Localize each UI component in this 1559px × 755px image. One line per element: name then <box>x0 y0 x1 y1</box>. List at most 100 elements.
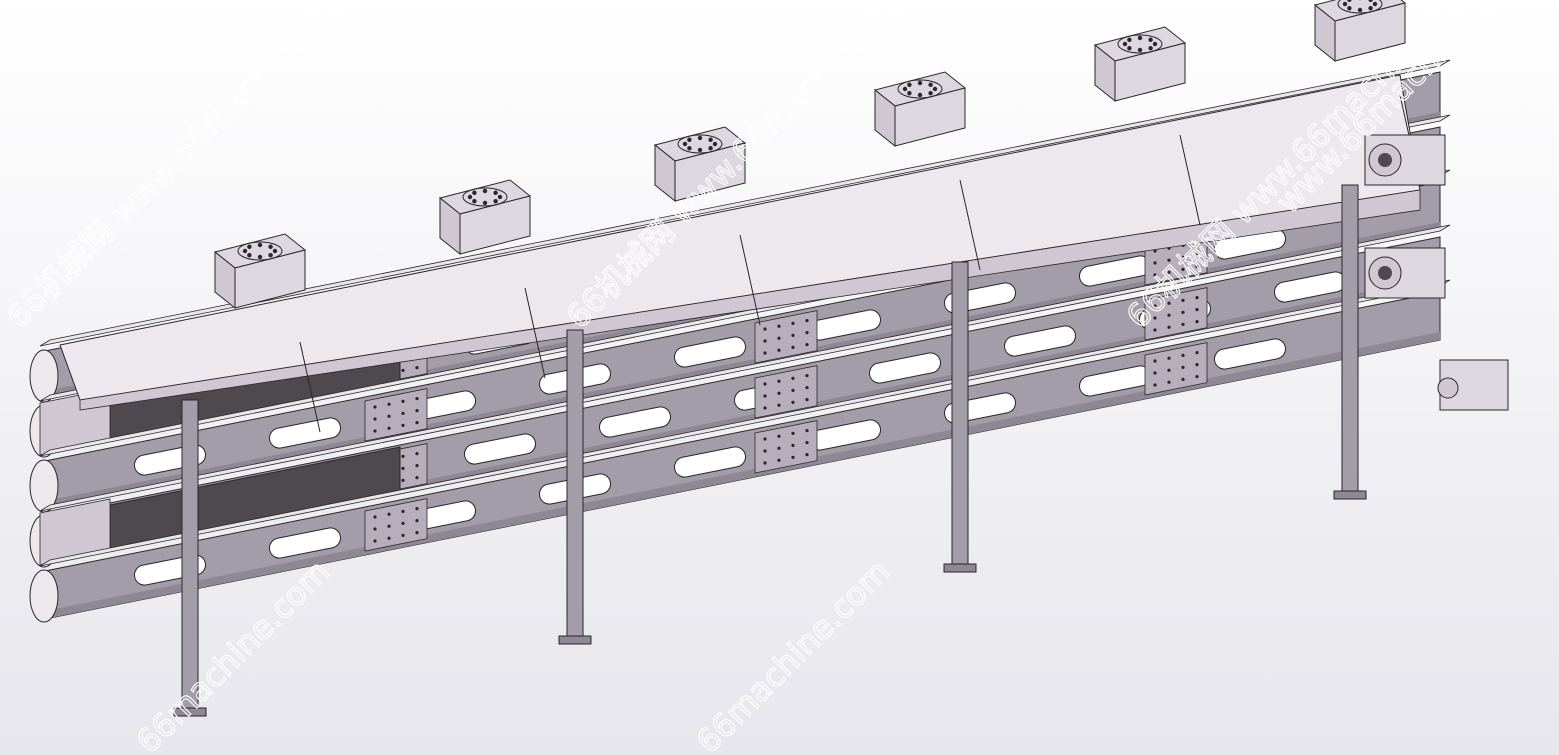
fan-vent-hole <box>902 86 908 92</box>
bolt <box>1153 371 1157 375</box>
bolt <box>763 351 767 355</box>
fan-vent-hole <box>917 92 923 98</box>
fan-vent-hole <box>697 135 703 141</box>
fan-icon <box>462 187 508 207</box>
bolt <box>401 509 405 513</box>
bolt <box>1181 353 1185 357</box>
fan-vent-hole <box>687 137 692 142</box>
leg-foot <box>1333 490 1367 500</box>
bolt <box>763 327 767 331</box>
fan-vent-hole <box>493 190 498 195</box>
bolt <box>415 452 419 456</box>
bolt <box>1181 255 1185 259</box>
hood-divider <box>1179 134 1201 226</box>
leg-foot <box>558 635 592 645</box>
bolt <box>763 406 767 410</box>
support-leg-3 <box>943 261 977 573</box>
bolt <box>1153 273 1157 277</box>
fan-vent-hole <box>697 147 703 153</box>
bolt <box>401 521 405 526</box>
bolt <box>1195 320 1199 324</box>
bolt <box>805 343 809 347</box>
fan-vent-hole <box>482 200 488 206</box>
bolt <box>1181 377 1185 381</box>
fan-vent-hole <box>257 254 263 260</box>
bolt <box>777 403 781 407</box>
bolt <box>387 512 391 516</box>
support-legs <box>173 184 1367 717</box>
fan-vent-hole <box>682 141 688 147</box>
bolt <box>763 449 767 453</box>
bolt <box>373 429 377 433</box>
rail-slot <box>599 406 671 438</box>
fan-vent-hole <box>247 253 252 258</box>
bolt <box>373 405 377 409</box>
bolt <box>373 417 377 421</box>
bolt <box>777 446 781 450</box>
bolt <box>415 531 419 535</box>
fan-vent-hole <box>472 199 477 204</box>
fan-vent-hole <box>1372 1 1378 7</box>
belt-surface <box>39 59 1451 347</box>
drive-unit-2 <box>1364 247 1446 299</box>
fan-vent-hole <box>1148 46 1153 51</box>
bolt-plate <box>1144 287 1208 341</box>
fan-vent-hole <box>257 242 263 248</box>
fan-vent-hole <box>1152 41 1158 47</box>
junction-box-port <box>1437 377 1459 399</box>
fan-vent-hole <box>932 86 938 92</box>
fan-box-6 <box>1313 0 1407 63</box>
bolt <box>415 476 419 480</box>
fan-box-3 <box>653 126 747 203</box>
hood-divider <box>299 341 321 433</box>
bolt <box>777 348 781 352</box>
rail-slot <box>1004 325 1076 357</box>
bolt <box>805 386 809 390</box>
fan-icon <box>1117 34 1163 54</box>
fan-icon <box>677 134 723 154</box>
bolt <box>401 533 405 538</box>
bolt <box>415 366 419 370</box>
bolt <box>1195 351 1199 355</box>
fan-vent-hole <box>928 82 933 87</box>
fan-vent-hole <box>1342 1 1348 7</box>
fan-vent-hole <box>712 141 718 147</box>
bolt <box>805 441 809 445</box>
bolt <box>401 399 405 403</box>
bolt <box>401 454 405 458</box>
rail-slot <box>269 417 341 449</box>
bolt-plate <box>754 365 818 419</box>
end-roller <box>29 569 59 623</box>
bolt <box>387 402 391 406</box>
bolt <box>415 519 419 523</box>
bolt <box>805 319 809 323</box>
rail-slot <box>269 527 341 559</box>
fan-icon <box>897 79 943 99</box>
fan-vent-hole <box>1368 0 1373 2</box>
junction-box <box>1437 359 1509 411</box>
rail-slot <box>869 352 941 384</box>
fan-front <box>674 142 746 202</box>
bolt <box>415 421 419 425</box>
drive-units <box>1364 134 1509 411</box>
bolt <box>777 458 781 462</box>
rail-slot <box>1214 338 1286 370</box>
bolt-plate <box>754 310 818 364</box>
bolt <box>1195 363 1199 367</box>
fan-box-5 <box>1093 26 1187 103</box>
fan-vent-hole <box>917 80 923 86</box>
bolt <box>763 437 767 441</box>
bolt <box>777 434 781 438</box>
bolt <box>415 464 419 468</box>
fan-vent-hole <box>1137 47 1143 53</box>
fan-vent-hole <box>268 244 273 249</box>
fan-vent-hole <box>928 91 933 96</box>
support-leg-1 <box>173 399 207 717</box>
bolt <box>763 394 767 398</box>
bolt <box>777 324 781 328</box>
belt-surface <box>39 279 1451 567</box>
leg-foot <box>943 563 977 573</box>
fan-vent-hole <box>1137 35 1143 41</box>
